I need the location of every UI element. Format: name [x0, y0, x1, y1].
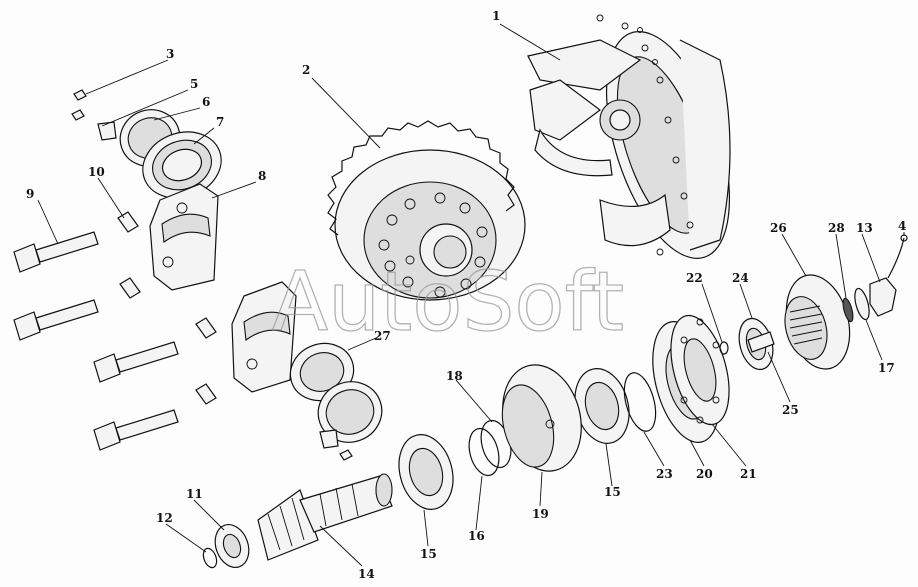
callout-25: 25 — [782, 403, 799, 417]
part-19-carrier — [501, 364, 582, 472]
callout-17: 17 — [878, 361, 895, 375]
part-13-nut — [869, 277, 897, 317]
part-22-washer — [719, 341, 729, 355]
callout-12: 12 — [156, 511, 173, 525]
part-7-bearing — [142, 131, 222, 199]
callout-11: 11 — [186, 487, 203, 501]
callout-7: 7 — [216, 115, 224, 129]
callout-4: 4 — [898, 219, 906, 233]
leader-lines — [37, 23, 905, 567]
part-4-cotter-pin — [887, 234, 908, 279]
part-15-bearing-right — [574, 368, 630, 444]
callout-28: 28 — [828, 221, 845, 235]
part-15-bearing-left — [398, 434, 454, 510]
part-26-companion-flange — [784, 274, 851, 370]
part-12-snap-ring — [202, 547, 218, 569]
callout-15-left: 15 — [420, 547, 437, 561]
callout-numbers: 1 2 3 4 5 6 7 8 9 10 11 12 13 14 15 15 1… — [26, 9, 906, 581]
part-1-housing — [527, 14, 731, 259]
callout-18: 18 — [446, 369, 463, 383]
callout-24: 24 — [732, 271, 749, 285]
part-23-spacer — [623, 372, 657, 432]
part-3-screws — [71, 89, 87, 121]
part-8-bearing-cap — [149, 183, 219, 291]
part-11-bearing — [214, 524, 250, 568]
callout-27: 27 — [374, 329, 391, 343]
callout-9: 9 — [26, 187, 34, 201]
callout-8: 8 — [258, 169, 266, 183]
callout-1: 1 — [492, 9, 500, 23]
callout-14: 14 — [358, 567, 375, 581]
callout-16: 16 — [468, 529, 485, 543]
callout-20: 20 — [696, 467, 713, 481]
part-28-washer — [842, 297, 854, 323]
callout-13: 13 — [856, 221, 873, 235]
callout-3: 3 — [166, 47, 174, 61]
callout-5: 5 — [190, 77, 198, 91]
callout-2: 2 — [302, 63, 310, 77]
callout-19: 19 — [532, 507, 549, 521]
part-21-flange — [670, 314, 730, 426]
part-16-ring — [468, 427, 500, 477]
callout-21: 21 — [740, 467, 757, 481]
watermark-text: AutoSoft — [272, 255, 624, 350]
callout-23: 23 — [656, 467, 673, 481]
callout-15-right: 15 — [604, 485, 621, 499]
second-bearing-cap — [231, 281, 297, 393]
callout-10: 10 — [88, 165, 105, 179]
part-9-bolts — [13, 231, 179, 451]
part-27-bearing — [289, 342, 383, 461]
callout-22: 22 — [686, 271, 703, 285]
part-25-dust-cover — [747, 331, 775, 353]
callout-26: 26 — [770, 221, 787, 235]
part-17-washer — [854, 287, 870, 321]
part-2-ring-gear — [327, 120, 526, 301]
part-14-pinion — [257, 473, 393, 561]
callout-6: 6 — [202, 95, 210, 109]
